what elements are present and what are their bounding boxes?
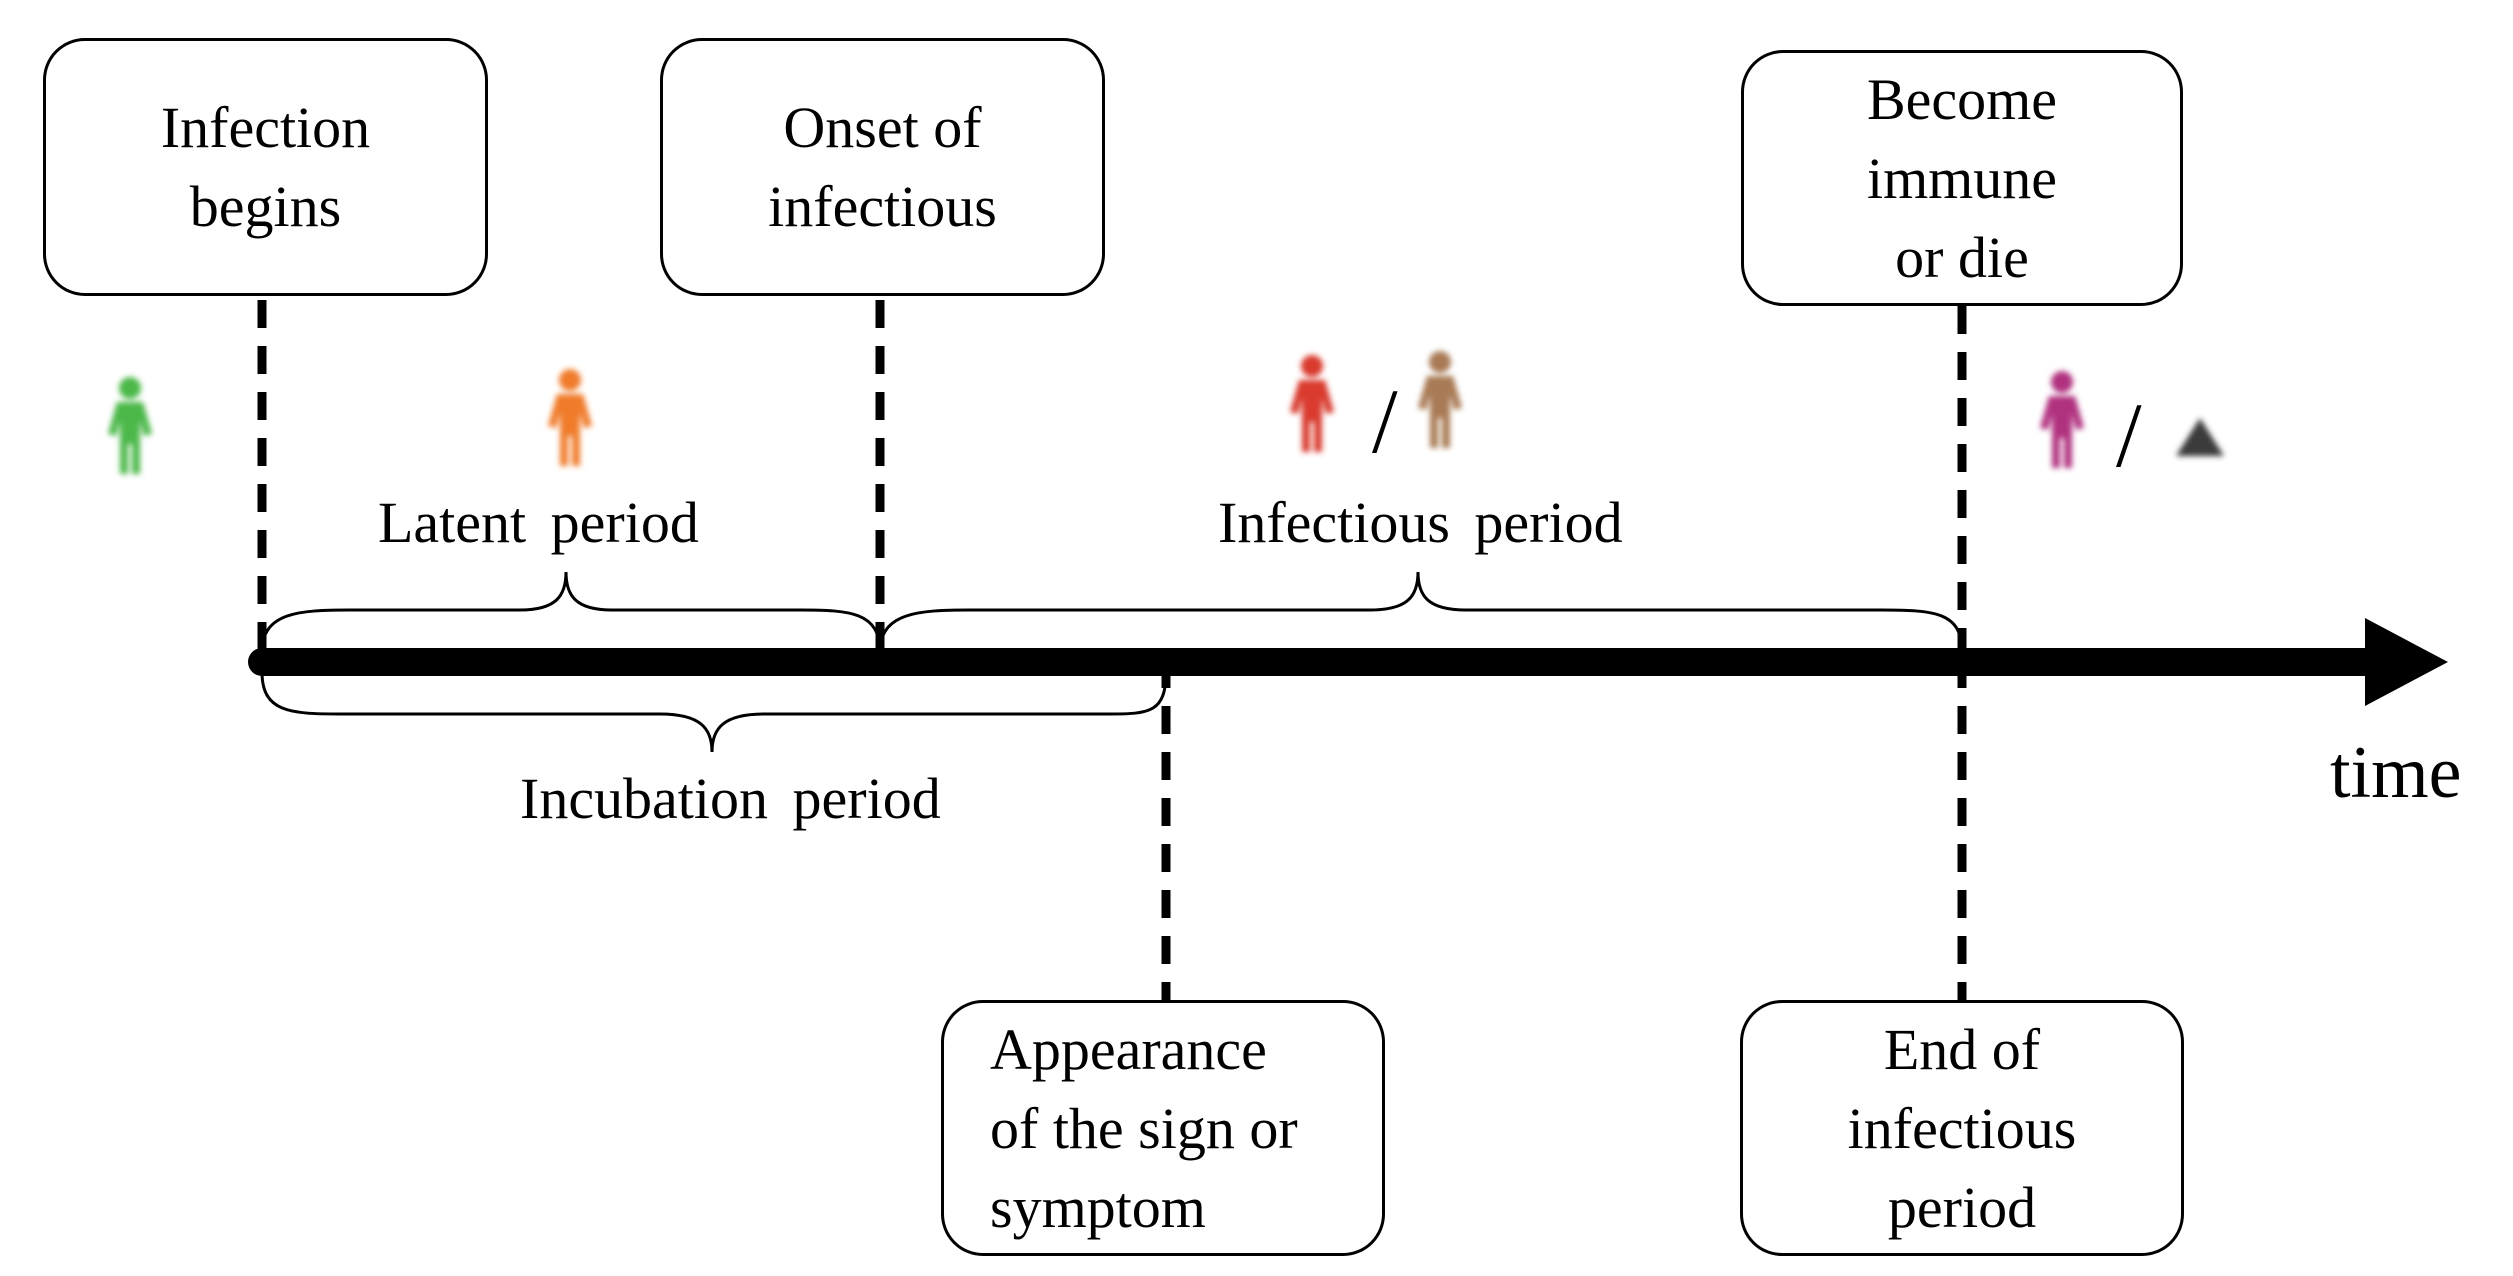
box-line: of the sign or (990, 1095, 1298, 1161)
latent-person-icon (548, 369, 592, 466)
become-immune-box: Become immune or die (1741, 50, 2183, 306)
immune-person-icon (2040, 371, 2084, 468)
end-infectious-box: End of infectious period (1740, 1000, 2184, 1256)
latent-period-label: Latent period (378, 490, 699, 555)
box-line: period (1887, 1174, 2037, 1240)
time-axis-arrowhead (2365, 618, 2448, 706)
infectious-person-icon (1290, 355, 1334, 452)
box-line: Infection (160, 95, 371, 160)
box-line: infectious (768, 174, 997, 239)
box-line: End of (1883, 1016, 2041, 1082)
time-axis-label: time (2330, 732, 2462, 814)
latent-period-brace (260, 571, 882, 653)
incubation-period-label: Incubation period (520, 766, 941, 831)
susceptible-person-icon (108, 377, 152, 474)
box-line: infectious (1847, 1095, 2077, 1161)
icon-separator: / (1372, 370, 1398, 472)
box-line: Become (1866, 66, 2058, 132)
onset-infectious-box: Onset of infectious (660, 38, 1105, 296)
infectious-period-brace (878, 571, 1964, 653)
box-line: immune (1866, 145, 2058, 211)
incubation-period-brace (260, 671, 1168, 753)
icon-separator: / (2116, 384, 2142, 486)
infection-begins-box: Infection begins (43, 38, 488, 296)
box-line: begins (189, 174, 342, 239)
appearance-sign-box: Appearance of the sign or symptom (941, 1000, 1385, 1256)
box-line: Appearance (990, 1016, 1267, 1082)
box-line: Onset of (783, 95, 982, 160)
box-line: symptom (990, 1174, 1206, 1240)
dead-marker-icon (2176, 418, 2224, 456)
infectious-alt-person-icon (1418, 351, 1462, 448)
infectious-period-label: Infectious period (1218, 490, 1623, 555)
box-line: or die (1895, 224, 2029, 290)
